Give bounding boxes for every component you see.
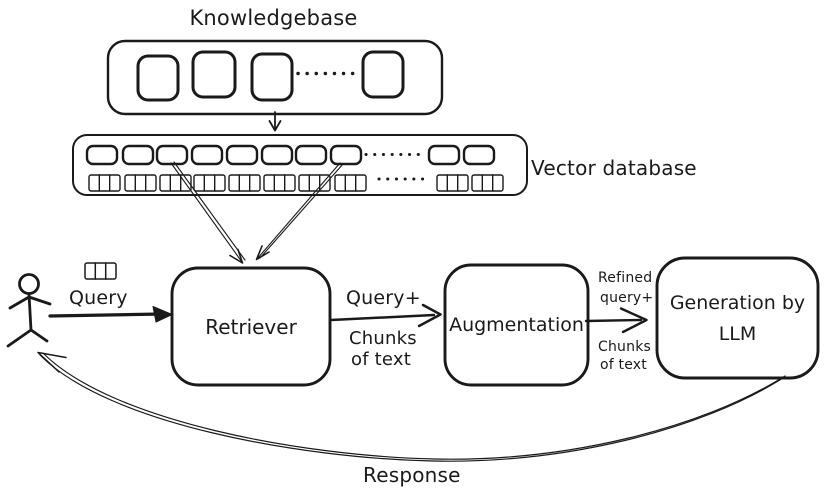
knowledgebase-to-vectordb-arrow (268, 111, 282, 132)
vector-database-box (72, 134, 528, 196)
query-plus-label: Query+ (346, 287, 421, 309)
document-chunk-icon (361, 50, 405, 99)
retriever-node-label: Retriever (205, 314, 297, 339)
chunks2-label: Chunks (598, 339, 651, 355)
vector-database-label: Vector database (531, 156, 697, 180)
generation-node-label-line2: LLM (718, 322, 757, 345)
response-edge-label: Response (363, 463, 461, 487)
knowledgebase-title: Knowledgebase (189, 6, 358, 30)
of-text-label: of text (351, 349, 411, 370)
generation-node-box (655, 256, 820, 380)
embedding-chip-row (85, 144, 496, 166)
chunks-label: Chunks (349, 328, 417, 349)
refined-label: Refined (598, 270, 653, 286)
of-text2-label: of text (600, 357, 647, 373)
document-chunk-icon (250, 52, 294, 102)
generation-node-label: Generation by LLM (657, 258, 818, 378)
document-chunk-icon (136, 54, 180, 102)
vector-grid-row (88, 174, 504, 192)
generation-to-user-response-arrow (37, 351, 786, 462)
augmentation-node-box (443, 263, 590, 387)
refined-query-plus-label: query+ (600, 290, 654, 306)
vectordb-to-retriever-arrow-right (255, 162, 344, 261)
augmentation-node-label: Augmentation (449, 314, 584, 336)
generation-node-label-line1: Generation by (669, 291, 806, 314)
query-vector-icon (84, 262, 117, 280)
retriever-node-box (170, 266, 332, 387)
query-edge-label: Query (69, 287, 128, 309)
document-chunk-icon (191, 50, 237, 99)
vectordb-to-retriever-arrow-left (170, 161, 246, 264)
user-to-retriever-arrow (48, 306, 173, 323)
augmentation-to-generation-arrow (584, 307, 648, 334)
retriever-to-augmentation-arrow (329, 303, 442, 328)
knowledgebase-box (106, 39, 444, 116)
user-stick-figure-icon (6, 273, 52, 348)
